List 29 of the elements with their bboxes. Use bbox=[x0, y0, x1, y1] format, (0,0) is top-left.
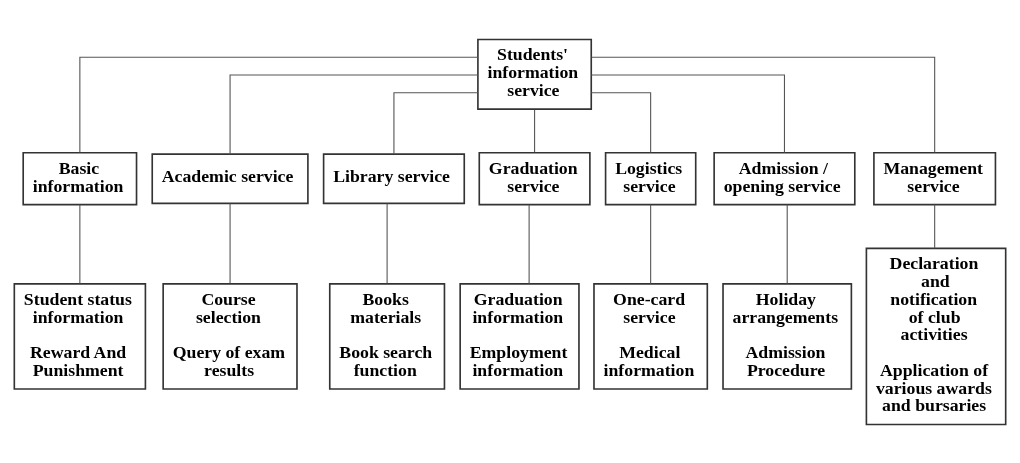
node-box: Holiday arrangements Admission Procedure bbox=[722, 282, 853, 390]
connector bbox=[79, 203, 81, 284]
node-box: Student status information Reward And Punishment bbox=[13, 282, 147, 390]
connector bbox=[590, 91, 652, 153]
connector bbox=[786, 203, 788, 284]
connector bbox=[650, 203, 652, 284]
connector bbox=[528, 203, 530, 284]
node-box: Books materials Book search function bbox=[328, 282, 446, 390]
node-box: Management service bbox=[873, 151, 997, 205]
node-box: Logistics service bbox=[604, 151, 697, 205]
node-box: Admission / opening service bbox=[713, 151, 856, 205]
connector bbox=[386, 202, 388, 284]
node-box: Graduation service bbox=[478, 151, 591, 205]
node-box: Graduation information Employment information bbox=[459, 282, 580, 390]
connector bbox=[590, 73, 785, 153]
connector bbox=[229, 202, 231, 284]
node-box: Academic service bbox=[151, 152, 309, 204]
node-box: Course selection Query of exam results bbox=[162, 282, 298, 390]
connector bbox=[934, 203, 936, 249]
connector bbox=[229, 73, 479, 155]
node-box: Library service bbox=[322, 152, 466, 204]
connector bbox=[590, 56, 936, 153]
connector bbox=[393, 91, 479, 154]
node-box: Declaration and notification of club activities Application of various awards and bursaries bbox=[865, 247, 1007, 425]
connector bbox=[79, 56, 479, 153]
node-box: One-card service Medical information bbox=[593, 282, 709, 390]
node-box: Basic information bbox=[22, 151, 138, 205]
connector bbox=[534, 108, 536, 153]
node-box: Students' information service bbox=[477, 38, 593, 110]
